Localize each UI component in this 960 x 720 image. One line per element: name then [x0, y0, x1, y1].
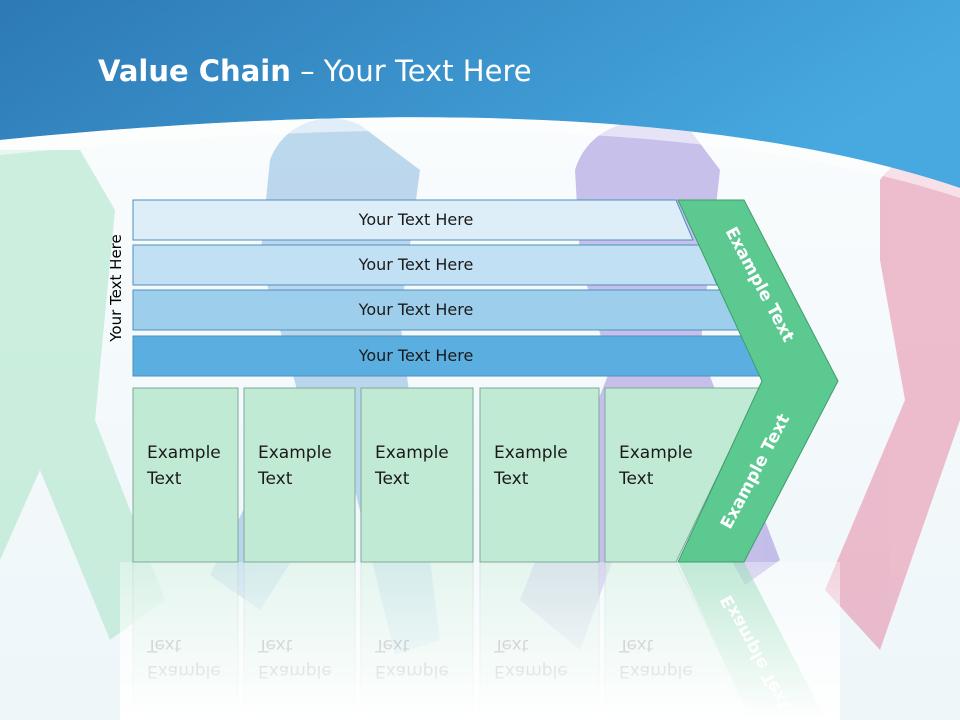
activity-box-label: Example — [494, 443, 568, 463]
activity-box-label: Example — [147, 443, 221, 463]
vertical-label: Your Text Here — [107, 234, 125, 342]
activity-box — [132, 387, 239, 563]
activity-box-label: Text — [374, 469, 410, 489]
activity-box-label: Text — [493, 469, 529, 489]
ribbon-green-shape — [0, 150, 165, 640]
activity-box — [604, 387, 761, 563]
row-label: Your Text Here — [358, 255, 474, 274]
row-label: Your Text Here — [358, 346, 474, 365]
activity-box-label: Text — [146, 469, 182, 489]
row-label: Your Text Here — [358, 300, 474, 319]
row-label: Your Text Here — [358, 210, 474, 229]
row-bar — [132, 199, 694, 241]
slide-title: Value Chain – Your Text Here — [98, 54, 532, 88]
activity-box — [360, 387, 474, 563]
margin-arrow-shape — [677, 199, 839, 563]
activity-box — [479, 387, 600, 563]
header-swoosh — [0, 117, 960, 198]
header-band — [0, 0, 960, 188]
activity-box-label: Example — [258, 443, 332, 463]
title-rest: – Your Text Here — [290, 54, 532, 88]
reflection-fade — [120, 562, 840, 720]
activity-box-label: Example — [619, 443, 693, 463]
activity-box-label: Text — [257, 469, 293, 489]
ribbon-pink-shape — [825, 156, 960, 651]
activity-box-label: Example — [375, 443, 449, 463]
activity-box — [243, 387, 356, 563]
title-bold: Value Chain — [98, 54, 291, 88]
activity-box-label: Text — [618, 469, 654, 489]
